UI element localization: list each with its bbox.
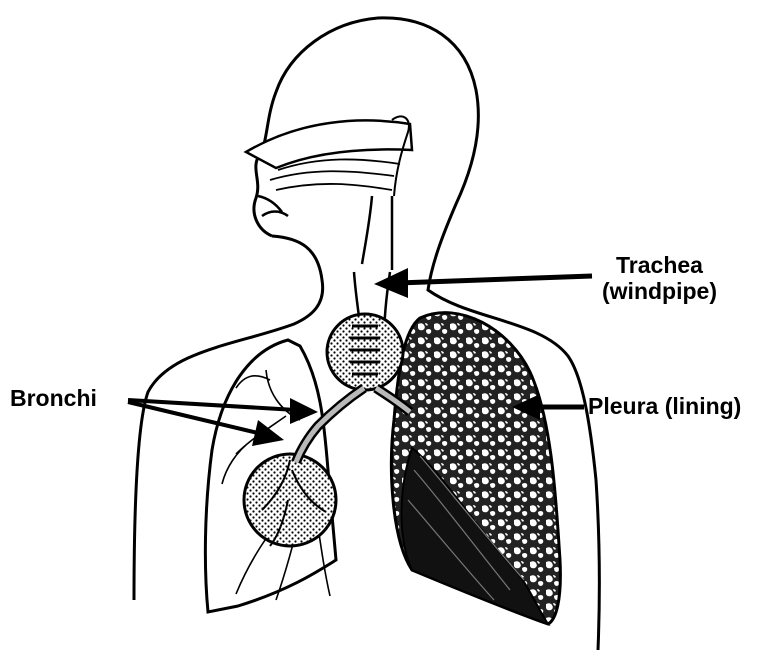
pharynx [362,196,392,270]
trachea-arrow [374,268,592,298]
trachea-label-line2: (windpipe) [602,278,717,304]
bronchi-label: Bronchi [10,385,97,411]
bronchi-magnifier [244,454,336,546]
mouth [258,196,288,216]
pleura-label: Pleura (lining) [588,393,741,419]
trachea-label-line1: Trachea [602,252,717,278]
trachea-label: Trachea (windpipe) [602,252,717,305]
